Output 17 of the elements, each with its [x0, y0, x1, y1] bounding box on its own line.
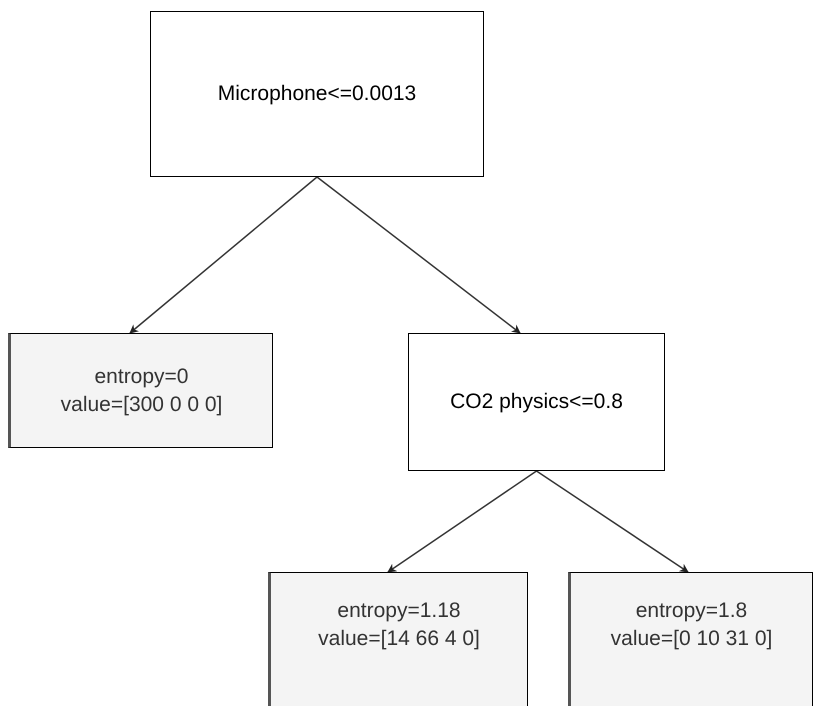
arrow [316, 176, 521, 334]
node-text: value=[0 10 31 0] [610, 626, 774, 652]
node-text: entropy=1.18 [336, 598, 462, 624]
node-text: CO2 physics<=0.8 [449, 389, 624, 415]
leaf-box [268, 572, 528, 706]
decision-box [408, 333, 665, 471]
node-text: entropy=1.8 [634, 598, 748, 624]
leaf-box [8, 333, 273, 448]
arrow [536, 470, 689, 573]
node-text: value=[14 66 4 0] [317, 626, 481, 652]
leaf-box [568, 572, 813, 706]
arrow [129, 176, 318, 334]
node-text: Microphone<=0.0013 [216, 81, 418, 107]
node-text: value=[300 0 0 0] [60, 392, 224, 418]
decision-box [150, 11, 484, 177]
arrow [387, 470, 537, 573]
node-text: entropy=0 [94, 364, 190, 390]
